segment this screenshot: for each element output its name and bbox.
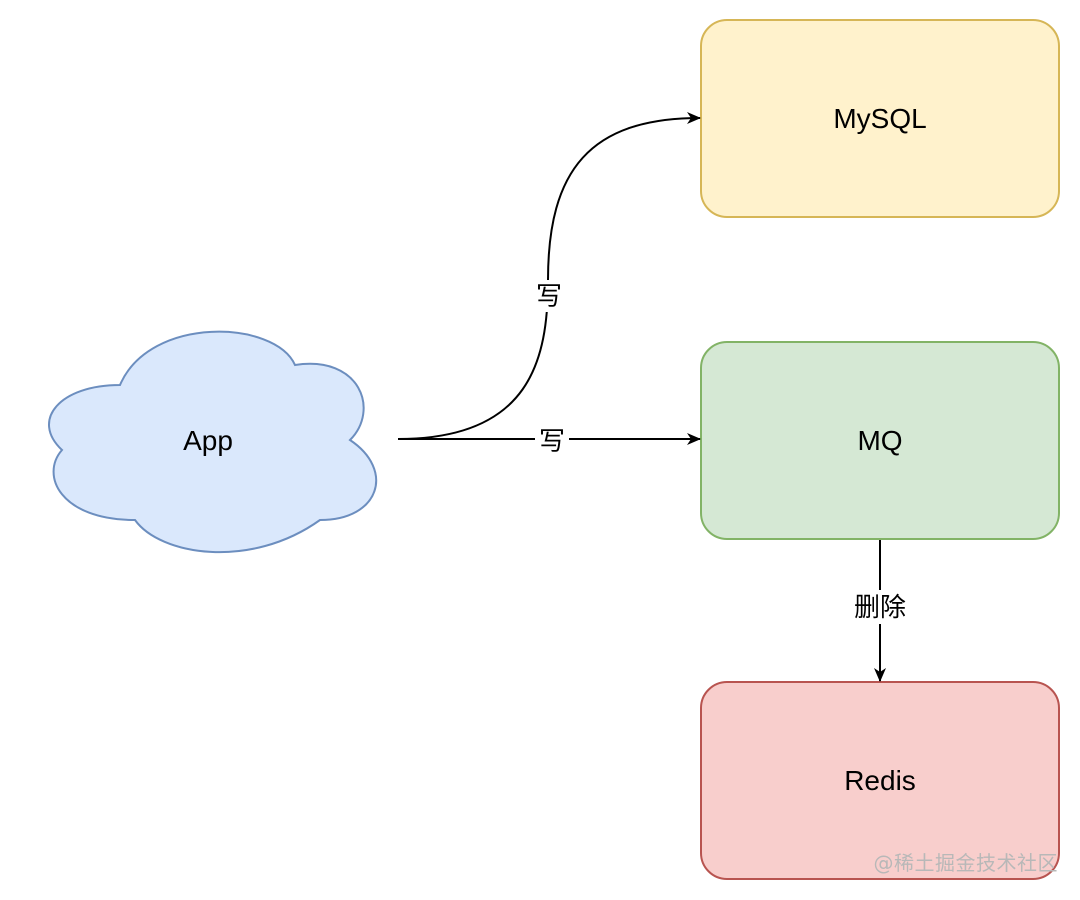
app-cloud-shape: [48, 330, 378, 554]
watermark-text: @稀土掘金技术社区: [873, 851, 1058, 875]
edge-app-to-mysql-label: 写: [536, 282, 562, 312]
app-label: App: [183, 425, 233, 456]
redis-label: Redis: [844, 765, 916, 796]
app-node[interactable]: App: [48, 330, 378, 554]
edge-app-to-mq-label: 写: [539, 427, 565, 457]
edge-app-to-mq-label-bg: [535, 424, 569, 456]
edge-mq-to-redis-label-bg: [848, 590, 912, 624]
edge-app-to-mysql-label-bg: [532, 280, 566, 312]
mq-node[interactable]: MQ: [700, 341, 1060, 540]
edge-app-to-mq: 写: [398, 424, 701, 457]
edge-app-to-mysql-line: [397, 112, 701, 440]
mq-label: MQ: [857, 425, 902, 456]
edge-mq-to-redis-label: 删除: [854, 593, 906, 623]
edge-app-to-mysql: 写: [397, 112, 701, 440]
redis-box: [700, 681, 1060, 880]
mq-box: [700, 341, 1060, 540]
mysql-node[interactable]: MySQL: [700, 19, 1060, 218]
mysql-box: [700, 19, 1060, 218]
redis-node[interactable]: Redis: [700, 681, 1060, 880]
mysql-label: MySQL: [833, 103, 926, 134]
edge-mq-to-redis: 删除: [848, 540, 912, 682]
